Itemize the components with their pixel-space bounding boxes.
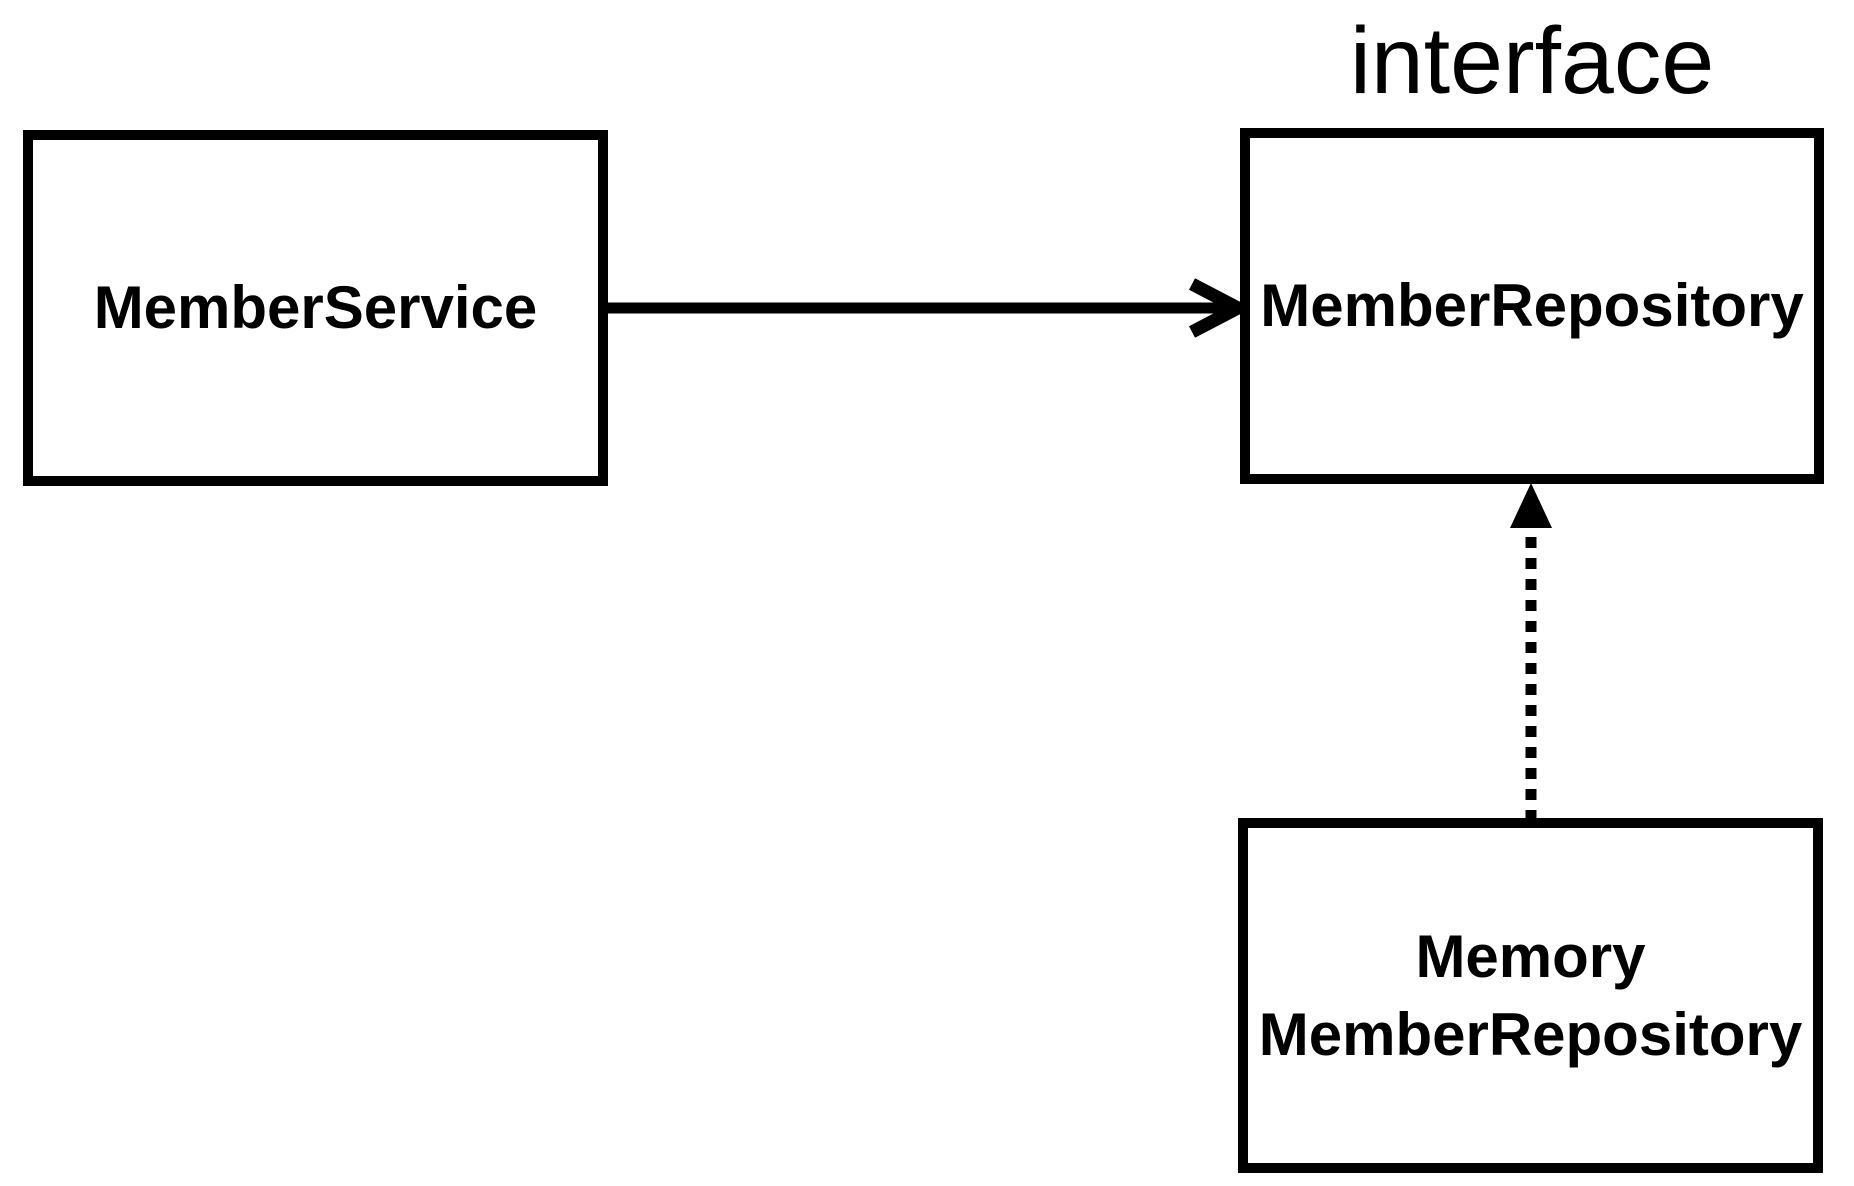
dependency-arrow-member-service-to-member-repository bbox=[608, 278, 1253, 338]
interface-stereotype-label: interface bbox=[1349, 8, 1715, 114]
node-member-service-label: MemberService bbox=[93, 274, 538, 341]
implements-arrowhead-triangle-icon bbox=[1510, 483, 1552, 528]
node-memory-member-repository-label: Memory MemberRepository bbox=[1259, 918, 1802, 1074]
node-member-service: MemberService bbox=[23, 130, 608, 486]
implements-arrow-memory-member-repository-to-member-repository bbox=[1510, 483, 1552, 818]
node-member-repository-label: MemberRepository bbox=[1260, 272, 1804, 339]
dependency-arrowhead-chevron-icon bbox=[1188, 278, 1253, 338]
node-memory-member-repository-label-line1: Memory bbox=[1415, 922, 1646, 990]
node-memory-member-repository-label-line2: MemberRepository bbox=[1258, 1000, 1803, 1068]
node-member-repository: MemberRepository bbox=[1240, 128, 1824, 484]
node-memory-member-repository: Memory MemberRepository bbox=[1238, 818, 1823, 1173]
